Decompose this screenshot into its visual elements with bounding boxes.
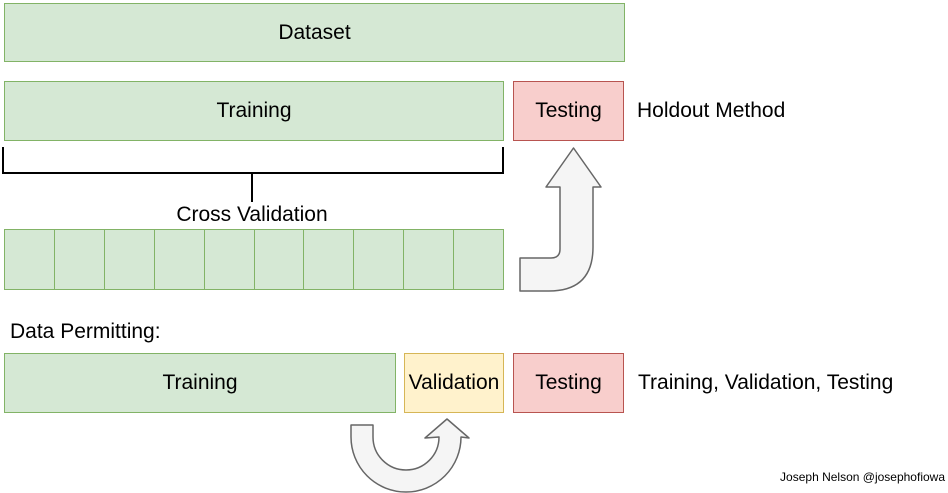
validation-uturn-arrow [350, 418, 470, 493]
bracket-horizontal-line [2, 172, 504, 174]
tvt-training-label: Training [162, 371, 238, 394]
cross-validation-label: Cross Validation [176, 203, 328, 226]
tvt-training-box: Training [4, 353, 396, 413]
cross-validation-folds [4, 229, 504, 290]
holdout-testing-label: Testing [535, 99, 602, 122]
holdout-training-label: Training [216, 99, 292, 122]
bracket-left-tick [2, 147, 4, 174]
tvt-validation-box: Validation [404, 353, 504, 413]
cv-fold [403, 230, 454, 289]
tvt-validation-label: Validation [408, 371, 500, 394]
data-permitting-heading: Data Permitting: [10, 320, 161, 343]
bracket-center-stem [251, 172, 253, 202]
cv-fold [253, 230, 304, 289]
tvt-title: Training, Validation, Testing [638, 371, 894, 394]
holdout-method-title: Holdout Method [637, 99, 786, 122]
tvt-testing-label: Testing [535, 371, 602, 394]
cv-fold [153, 230, 204, 289]
cv-fold [103, 230, 154, 289]
uturn-arrow-icon [350, 418, 470, 493]
holdout-bend-arrow [519, 147, 602, 292]
holdout-testing-box: Testing [513, 81, 624, 141]
dataset-box: Dataset [4, 3, 625, 62]
cv-fold [5, 230, 54, 289]
cv-fold [203, 230, 254, 289]
cv-fold [453, 230, 504, 289]
attribution-text: Joseph Nelson @josephofiowa [780, 470, 945, 484]
dataset-label: Dataset [278, 20, 351, 44]
tvt-testing-box: Testing [513, 353, 624, 413]
cv-fold [303, 230, 354, 289]
holdout-training-box: Training [4, 81, 504, 141]
cv-fold [53, 230, 104, 289]
bracket-right-tick [502, 147, 504, 174]
cv-fold [353, 230, 404, 289]
bend-arrow-icon [519, 147, 602, 292]
